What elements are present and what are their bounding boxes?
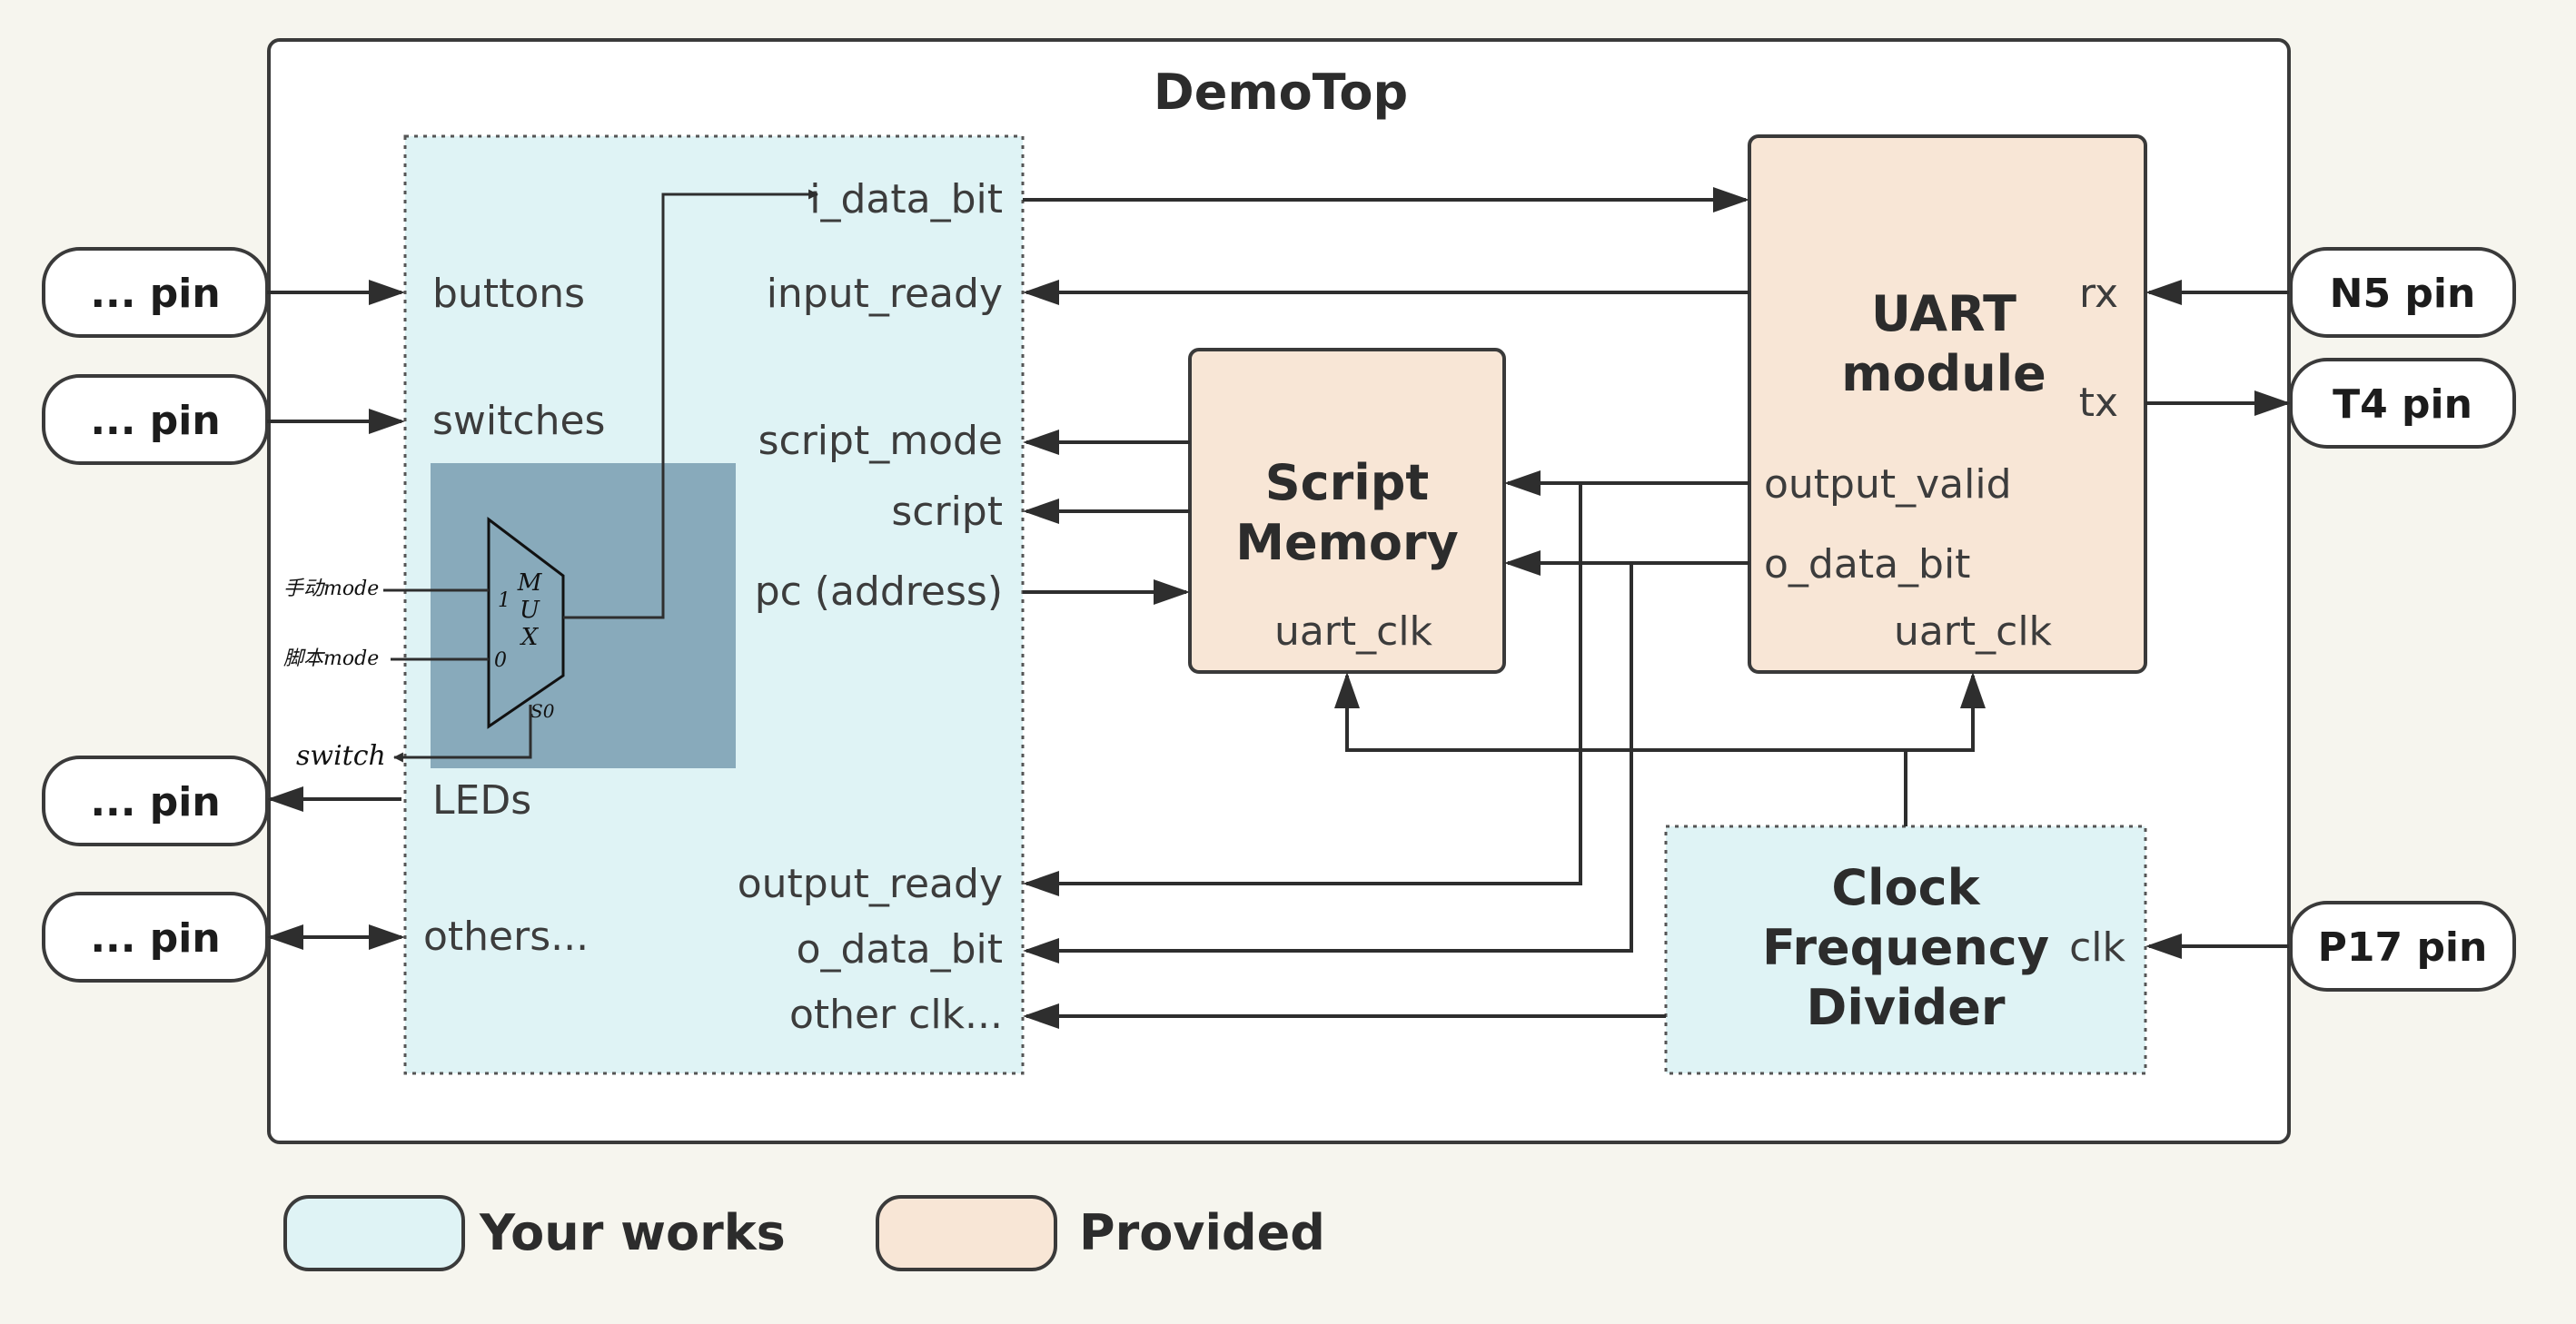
port-pc: pc (address) [755,568,1003,615]
uart-port-clk: uart_clk [1894,608,2053,655]
mux-letter-x: X [520,624,540,651]
pin-box-rx [2289,247,2516,338]
port-leds: LEDs [432,777,531,824]
port-other-clk: other clk... [789,992,1003,1038]
wire-output-ready [1023,483,1582,896]
wire-mux-select [392,705,532,763]
demotop-title: DemoTop [1154,64,1408,121]
pin-box-tx [2289,358,2516,449]
script-memory-title-2: Memory [1235,514,1459,571]
uart-port-output-valid: output_valid [1764,461,2012,508]
uart-title-1: UART [1871,285,2016,342]
port-buttons: buttons [432,271,585,317]
mux-overlay [431,463,736,768]
mux-input-0-label: 0 [494,649,507,672]
pin-label-rx: N5 pin [2330,271,2476,317]
port-input-ready: input_ready [767,271,1003,317]
legend-provided: Provided [1079,1204,1325,1261]
clock-divider-port-clk: clk [2069,924,2125,971]
mux-letter-u: U [520,597,540,624]
pin-label-1: ... pin [90,271,220,317]
wire-o-data-bit [1023,563,1633,963]
port-switches: switches [432,398,605,444]
uart-port-tx: tx [2079,380,2118,426]
pin-label-4: ... pin [90,915,220,962]
mux-input-1-name: 手动mode [283,578,379,600]
pin-label-clk: P17 pin [2318,924,2488,971]
port-others: others... [423,914,589,960]
mux-input-0-name: 脚本mode [283,647,379,670]
port-output-ready: output_ready [738,861,1003,907]
legend-swatch-provided [876,1195,1057,1271]
mux-select-name: switch [296,740,386,772]
legend-swatch-your-works [283,1195,465,1271]
uart-port-rx: rx [2079,271,2118,317]
port-script: script [891,489,1003,535]
mux-letter-m: M [517,569,543,597]
clock-divider-title-2: Frequency [1762,919,2049,976]
pin-label-2: ... pin [90,398,220,444]
mux-select-label: S0 [530,700,555,722]
clock-divider-box [1664,825,2147,1075]
mux-trapezoid [487,516,565,729]
pin-label-tx: T4 pin [2333,381,2472,428]
wire-clk-script-memory [1334,672,1907,826]
clock-divider-title-3: Divider [1807,979,2006,1036]
wire-mux-out [563,189,819,619]
mux-input-1-label: 1 [498,589,510,612]
uart-title-2: module [1841,345,2046,402]
uart-port-o-data-bit: o_data_bit [1764,541,1970,588]
legend-your-works: Your works [479,1204,786,1261]
clock-divider-title-1: Clock [1831,859,1980,916]
wire-clk-uart [1906,672,1986,752]
port-i-data-bit: i_data_bit [809,176,1003,222]
pin-label-3: ... pin [90,779,220,825]
script-memory-port-clk: uart_clk [1274,608,1433,655]
pin-box-clk [2289,901,2516,992]
script-memory-title-1: Script [1265,454,1430,511]
port-o-data-bit: o_data_bit [797,926,1003,973]
port-script-mode: script_mode [758,418,1003,464]
